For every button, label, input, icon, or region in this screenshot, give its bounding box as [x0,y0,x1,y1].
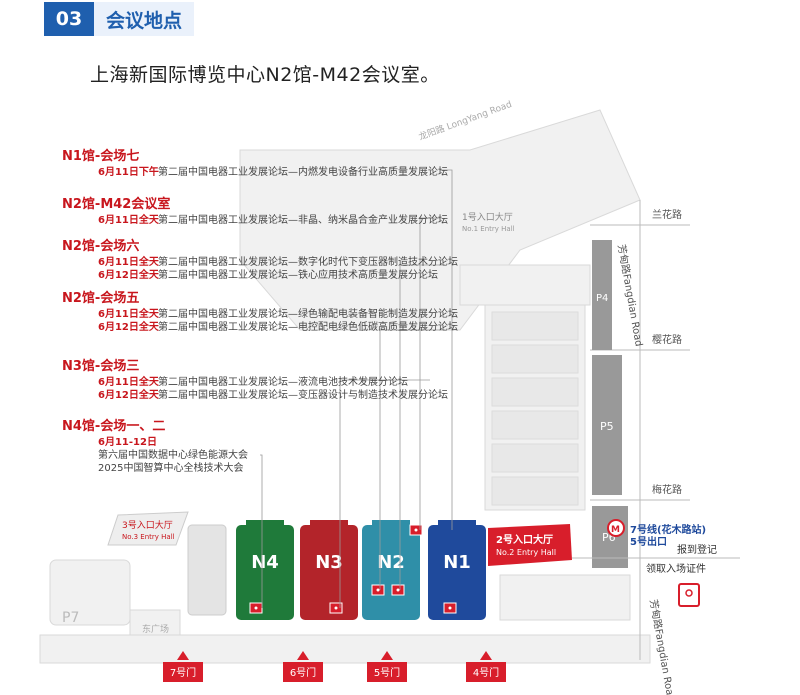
session-text: 第二届中国电器工业发展论坛—非晶、纳米晶合金产业发展分论坛 [158,213,448,226]
badge-pickup-label: 领取入场证件 [646,562,706,575]
halls-layer: N4 N3 N2 N1 [236,520,486,620]
session-text: 第二届中国电器工业发展论坛—变压器设计与制造技术发展分论坛 [158,388,448,401]
badge-icon-head [685,589,693,597]
session-date: 6月11日全天 [98,307,160,320]
connector-n3 [339,379,430,608]
connector-n1 [440,169,453,530]
entry1-label-en: No.1 Entry Hall [462,225,515,233]
connector-lines [260,169,453,608]
hall-label: N3 [315,552,343,573]
connector-n2-m42 [419,217,440,530]
map-grid-rows [491,311,579,506]
gate-1: 7号门 [163,651,203,682]
road-yinghua-label: 樱花路 [652,333,682,346]
hall-n1: N1 [428,520,486,620]
parking-p4-label: P4 [596,293,608,304]
metro-icon [607,519,625,537]
register-label: 报到登记 [677,543,717,556]
connector-n4 [260,454,263,608]
hall-n3: N3 [300,520,358,620]
session-date: 6月11-12日 [98,436,157,448]
gate-label: 7号门 [170,666,196,679]
parking-p4 [592,240,612,350]
road-longyang-label: 龙阳路 LongYang Road [417,98,513,143]
session-title: N2馆-会场六 [62,238,139,254]
session-title: N3馆-会场三 [62,358,139,374]
session-title: N1馆-会场七 [62,148,139,164]
session-text: 第六届中国数据中心绿色能源大会 [98,448,248,461]
gate-3: 5号门 [367,651,407,682]
session-date: 6月11日全天 [98,213,160,226]
section-title: 会议地点 [106,10,183,32]
entry2-label-en: No.2 Entry Hall [496,548,556,557]
metro-label: 7号线(花木路站) [630,523,706,536]
section-number: 03 [44,2,94,36]
session-title: N4馆-会场一、二 [62,418,165,434]
road-fangdian-label-2: 芳甸路Fangdian Road [647,598,678,695]
session-title: N2馆-M42会议室 [62,196,170,212]
session-text: 第二届中国电器工业发展论坛—电控配电绿色低碳高质量发展分论坛 [158,320,458,333]
session-title: N2馆-会场五 [62,290,139,306]
parking-p5 [592,355,622,495]
east-square-label: 东广场 [142,623,169,635]
map-block-north [239,109,641,331]
hall-unnamed [187,524,227,616]
gate-label: 5号门 [374,666,400,679]
session-date: 6月12日全天 [98,388,160,401]
session-date: 6月11日全天 [98,375,160,388]
entry2-hall [488,524,572,566]
entry2-label: 2号入口大厅 [496,533,553,546]
session-date: 6月11日下午 [98,165,159,178]
metro-exit-label: 5号出口 [630,535,667,548]
session-date: 6月12日全天 [98,320,160,333]
room-marker [371,584,385,596]
gates-layer: 7号门 6号门 5号门 4号门 [163,651,506,682]
hall-label: N4 [251,552,279,573]
map-block [459,264,591,306]
map-background [39,109,651,664]
map-road-south [39,634,651,664]
hall-n2: N2 [362,520,420,620]
hall-label: N1 [443,552,471,573]
connector-n2-5 [379,329,445,590]
map-block-south [499,574,631,621]
gate-label: 4号门 [473,666,499,679]
session-date: 6月11日全天 [98,255,160,268]
parking-p7-label: P7 [62,610,79,626]
session-text: 第二届中国电器工业发展论坛—数字化时代下变压器制造技术分论坛 [158,255,458,268]
hall-n4: N4 [236,520,294,620]
gate-2: 6号门 [283,651,323,682]
map-block-p7 [49,559,131,626]
parking-p5-label: P5 [600,420,614,433]
session-text: 第二届中国电器工业发展论坛—液流电池技术发展分论坛 [158,375,408,388]
entry1-label: 1号入口大厅 [462,211,513,223]
session-text: 第二届中国电器工业发展论坛—绿色输配电装备智能制造发展分论坛 [158,307,458,320]
hall-label: N2 [377,552,405,573]
road-lanhua-label: 兰花路 [652,208,682,221]
gate-label: 6号门 [290,666,316,679]
badge-icon [678,583,700,607]
gate-4: 4号门 [466,651,506,682]
entry3-label-en: No.3 Entry Hall [122,533,175,541]
sessions-layer: N1馆-会场七6月11日下午第二届中国电器工业发展论坛—内燃发电设备行业高质量发… [62,148,458,474]
room-marker [391,584,405,596]
room-marker [443,602,457,614]
road-fangdian-label: 芳甸路Fangdian Road [615,243,646,347]
session-date: 6月12日全天 [98,268,160,281]
metro-icon-glyph: M [611,525,620,535]
connector-n2-6 [399,264,445,590]
parking-areas: P4 P5 P6 P7 [62,240,628,626]
room-marker [249,602,263,614]
room-marker [409,524,423,536]
entry3-label: 3号入口大厅 [122,519,173,531]
venue-text: 上海新国际博览中心N2馆-M42会议室。 [90,64,440,86]
session-text: 2025中国智算中心全栈技术大会 [98,461,243,474]
road-meihua-label: 梅花路 [652,483,682,496]
room-marker [329,602,343,614]
session-text: 第二届中国电器工业发展论坛—铁心应用技术高质量发展分论坛 [158,268,438,281]
entry3-hall [107,511,189,546]
session-text: 第二届中国电器工业发展论坛—内燃发电设备行业高质量发展论坛 [158,165,448,178]
